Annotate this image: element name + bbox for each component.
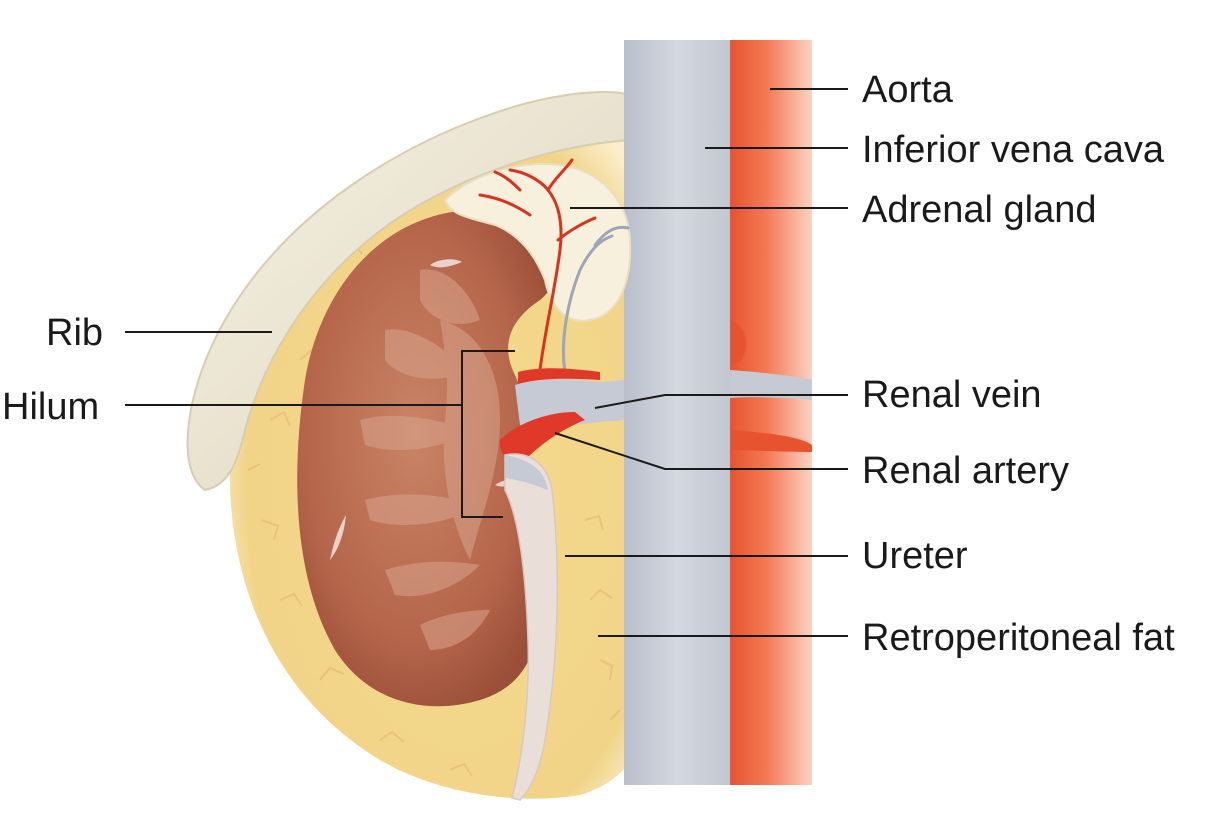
renal-artery bbox=[499, 412, 585, 462]
adrenal-veins bbox=[562, 225, 630, 374]
adrenal-arteries bbox=[478, 158, 597, 372]
ureter bbox=[504, 453, 559, 801]
leader-renal-vein bbox=[594, 394, 848, 409]
leader-lines bbox=[125, 88, 848, 637]
renal-vein bbox=[515, 379, 624, 428]
inferior-vena-cava bbox=[624, 40, 730, 785]
adrenal-gland bbox=[443, 163, 632, 322]
hilum-bracket bbox=[461, 350, 515, 518]
kidney-pyramids bbox=[360, 269, 500, 650]
kidney bbox=[297, 209, 559, 707]
aorta bbox=[730, 40, 812, 785]
leader-renal-artery bbox=[554, 432, 848, 470]
